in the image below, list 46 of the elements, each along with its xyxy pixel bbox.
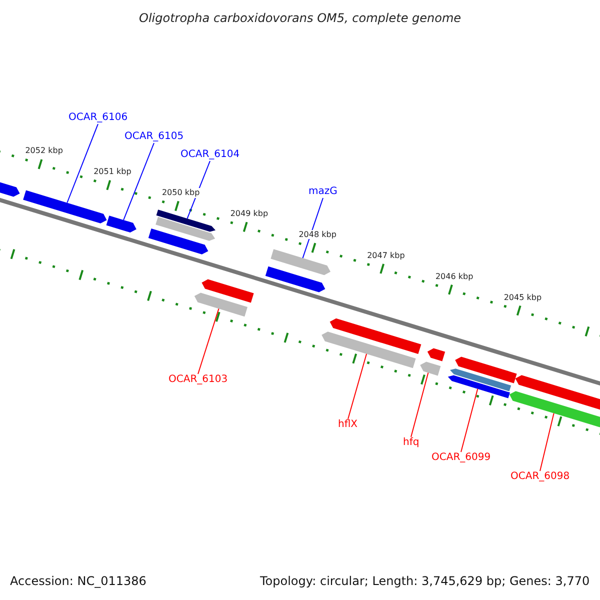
gene-label: OCAR_6103 xyxy=(168,374,228,386)
chart-title: Oligotropha carboxidovorans OM5, complete genome xyxy=(139,11,462,26)
gene-label: OCAR_6099 xyxy=(432,452,491,464)
gene-feature xyxy=(455,356,517,384)
scale-label: 2048 kbp xyxy=(298,230,336,240)
gene-feature xyxy=(322,332,416,368)
gene-feature xyxy=(106,216,136,232)
gene-label: OCAR_6105 xyxy=(124,131,184,143)
gene-feature xyxy=(23,190,107,224)
genome-summary: Topology: circular; Length: 3,745,629 bp; Genes: 3,770 xyxy=(260,574,590,588)
accession-text: Accession: NC_011386 xyxy=(10,574,146,588)
gene-feature xyxy=(330,318,422,354)
leader-line xyxy=(410,372,429,438)
gene-label: hflX xyxy=(338,419,358,431)
gene-feature xyxy=(0,180,20,197)
gene-label: mazG xyxy=(308,186,338,198)
gene-feature xyxy=(194,292,248,317)
leader-line xyxy=(66,124,98,204)
gene-feature xyxy=(265,266,326,292)
gene-label: OCAR_6104 xyxy=(180,149,240,161)
gene-label: hfq xyxy=(403,437,420,449)
gene-feature xyxy=(420,362,441,376)
leader-line xyxy=(198,308,220,374)
scale-label: 2046 kbp xyxy=(435,272,474,282)
scale-label: 2049 kbp xyxy=(230,208,268,218)
leader-line xyxy=(348,353,368,420)
gene-feature xyxy=(427,348,446,362)
leader-line xyxy=(460,388,478,452)
gene-feature xyxy=(270,249,330,276)
gene-label: OCAR_6106 xyxy=(68,112,128,124)
gene-feature xyxy=(156,216,216,241)
gene-feature xyxy=(515,375,600,411)
scale-label: 2047 kbp xyxy=(367,250,405,260)
scale-label: 2045 kbp xyxy=(504,292,542,302)
gene-feature xyxy=(156,210,216,232)
gene-feature xyxy=(448,375,510,398)
leader-line xyxy=(123,142,154,220)
gene-feature xyxy=(202,279,254,303)
leader-line xyxy=(540,412,554,472)
scale-label: 2051 kbp xyxy=(94,167,132,177)
scale-label: 2052 kbp xyxy=(25,146,63,156)
gene-feature xyxy=(148,228,208,254)
gene-feature xyxy=(509,391,600,428)
scale-label: 2050 kbp xyxy=(162,188,200,198)
gene-feature xyxy=(450,368,512,392)
gene-label: OCAR_6098 xyxy=(510,471,570,483)
